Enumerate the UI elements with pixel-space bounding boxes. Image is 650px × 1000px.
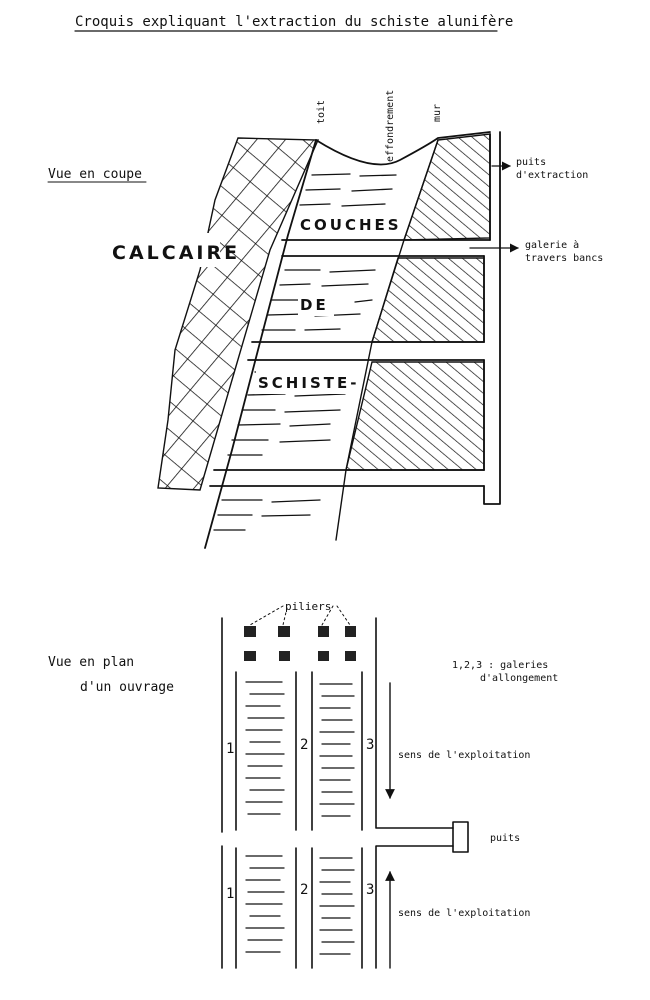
toit-line	[204, 139, 317, 549]
de-label-bg	[298, 292, 334, 316]
gallery-level-2	[247, 341, 485, 361]
heading-plan-line1: Vue en plan	[48, 655, 134, 670]
plan-outline	[221, 617, 454, 969]
gallery-level-3	[209, 469, 485, 487]
label-sens-top: sens de l'exploitation	[398, 750, 530, 761]
label-sens-bottom: sens de l'exploitation	[398, 908, 530, 919]
label-galerie-line2: travers bancs	[525, 253, 603, 264]
mur-zone-2	[371, 257, 485, 343]
couches-label-bg	[298, 210, 396, 236]
schist-texture	[213, 173, 397, 531]
mur-zone-3	[345, 361, 485, 471]
gallery-level-1	[281, 239, 491, 257]
gallery-number-2-top: 2	[300, 737, 308, 753]
label-toit: toit	[316, 100, 327, 124]
piliers-leaders	[249, 605, 351, 626]
label-puits-line1: puits	[516, 157, 546, 168]
label-couches: COUCHES	[300, 216, 402, 234]
gallery-number-3-top: 3	[366, 737, 374, 753]
gallery-number-2-bottom: 2	[300, 882, 308, 898]
label-mur: mur	[432, 104, 443, 122]
gallery-number-1-bottom: 1	[226, 886, 234, 902]
pilier	[244, 651, 256, 661]
label-de: DE	[300, 296, 329, 314]
label-puits-line2: d'extraction	[516, 170, 588, 181]
label-galerie-line1: galerie à	[525, 239, 579, 251]
pilier	[318, 651, 329, 661]
calcaire-label-bg	[108, 233, 220, 267]
label-schiste: SCHISTE-	[258, 374, 359, 392]
schiste-label-bg	[256, 370, 360, 394]
pilier	[318, 626, 329, 637]
pilier	[345, 651, 356, 661]
label-calcaire: CALCAIRE	[112, 242, 240, 264]
gallery-number-1-top: 1	[226, 741, 234, 757]
extraction-shaft	[483, 131, 501, 505]
piliers-group	[244, 626, 356, 661]
pilier	[345, 626, 356, 637]
puits-box	[452, 821, 469, 853]
gallery-number-3-bottom: 3	[366, 882, 374, 898]
diagram-title: Croquis expliquant l'extraction du schis…	[75, 14, 513, 30]
legend-line2: d'allongement	[480, 673, 558, 684]
label-puits-plan: puits	[490, 833, 520, 844]
label-effondrement: effondrement	[385, 90, 396, 162]
pilier	[278, 626, 290, 637]
legend-line1: 1,2,3 : galeries	[452, 660, 548, 671]
heading-coupe: Vue en coupe	[48, 167, 142, 182]
pilier	[244, 626, 256, 637]
heading-plan-line2: d'un ouvrage	[80, 680, 174, 695]
label-piliers: piliers	[285, 600, 331, 613]
plan-texture	[245, 681, 355, 955]
effondrement-curve	[315, 131, 491, 166]
pilier	[279, 651, 290, 661]
